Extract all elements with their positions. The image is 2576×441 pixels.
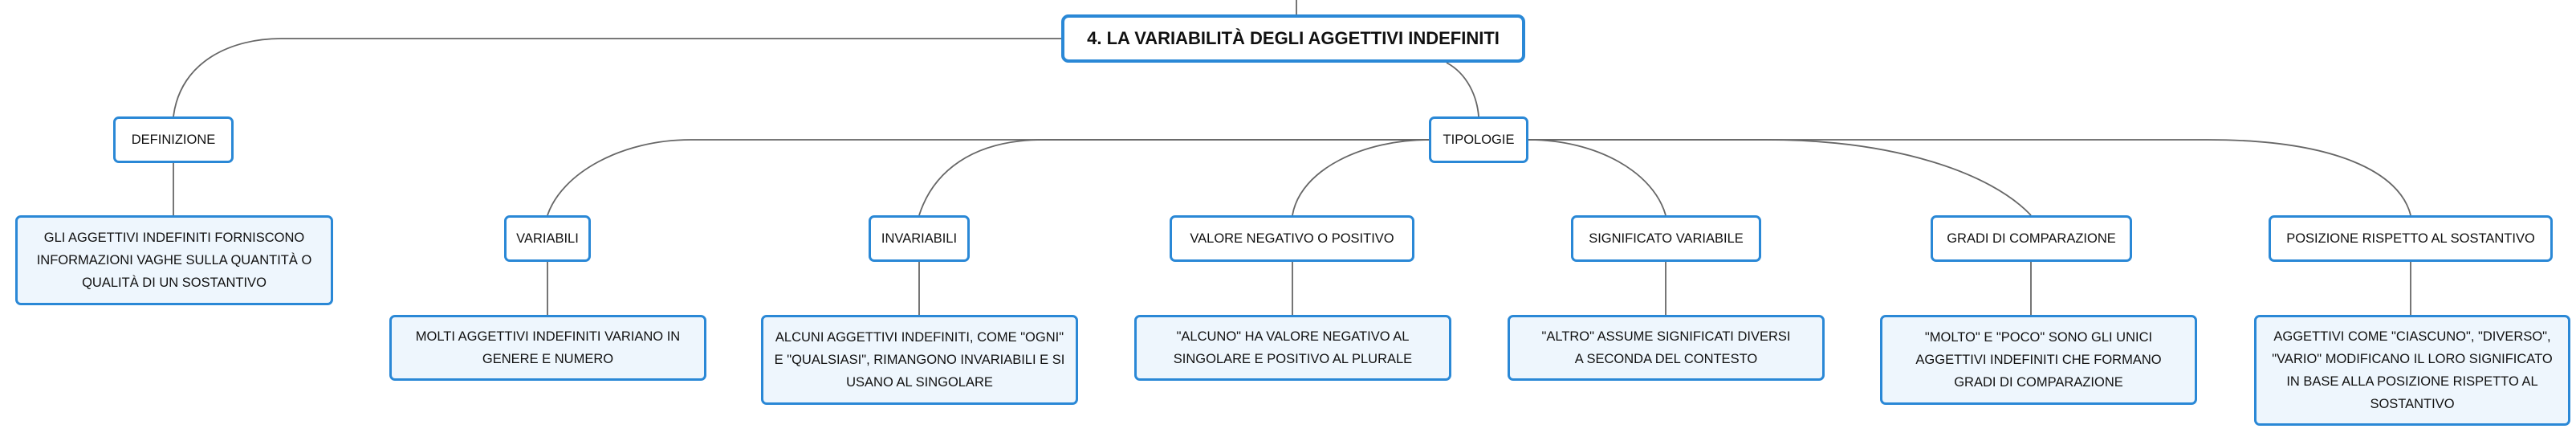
- link-tipologie-to-posizione: [1528, 139, 2411, 216]
- note-significato-variabile[interactable]: "ALTRO" ASSUME SIGNIFICATI DIVERSI A SEC…: [1508, 315, 1825, 381]
- topic-posizione-rispetto-al-sostantivo[interactable]: POSIZIONE RISPETTO AL SOSTANTIVO: [2269, 215, 2553, 262]
- topic-variabili[interactable]: VARIABILI: [504, 215, 591, 262]
- link-tipologie-to-significato: [1528, 139, 1666, 216]
- topic-definizione[interactable]: DEFINIZIONE: [113, 116, 234, 163]
- topic-invariabili[interactable]: INVARIABILI: [869, 215, 970, 262]
- topic-gradi-di-comparazione[interactable]: GRADI DI COMPARAZIONE: [1931, 215, 2132, 262]
- topic-valore-negativo-o-positivo[interactable]: VALORE NEGATIVO O POSITIVO: [1170, 215, 1414, 262]
- note-definizione[interactable]: GLI AGGETTIVI INDEFINITI FORNISCONO INFO…: [15, 215, 333, 305]
- note-invariabili[interactable]: ALCUNI AGGETTIVI INDEFINITI, COME "OGNI"…: [761, 315, 1078, 405]
- note-valore-negativo-o-positivo[interactable]: "ALCUNO" HA VALORE NEGATIVO AL SINGOLARE…: [1134, 315, 1451, 381]
- link-root-to-tipologie: [1446, 62, 1479, 117]
- topic-significato-variabile[interactable]: SIGNIFICATO VARIABILE: [1571, 215, 1761, 262]
- link-tipologie-to-variabili: [547, 139, 1429, 216]
- link-root-to-definizione: [173, 38, 1061, 117]
- topic-tipologie[interactable]: TIPOLOGIE: [1429, 116, 1528, 163]
- note-variabili[interactable]: MOLTI AGGETTIVI INDEFINITI VARIANO IN GE…: [389, 315, 706, 381]
- link-tipologie-to-valore: [1292, 139, 1430, 216]
- note-gradi-di-comparazione[interactable]: "MOLTO" E "POCO" SONO GLI UNICI AGGETTIV…: [1880, 315, 2197, 405]
- root-topic[interactable]: 4. LA VARIABILITÀ DEGLI AGGETTIVI INDEFI…: [1061, 14, 1525, 63]
- link-tipologie-to-invariabili: [918, 139, 1429, 216]
- note-posizione-rispetto-al-sostantivo[interactable]: AGGETTIVI COME "CIASCUNO", "DIVERSO", "V…: [2254, 315, 2570, 426]
- link-tipologie-to-gradi: [1528, 139, 2032, 216]
